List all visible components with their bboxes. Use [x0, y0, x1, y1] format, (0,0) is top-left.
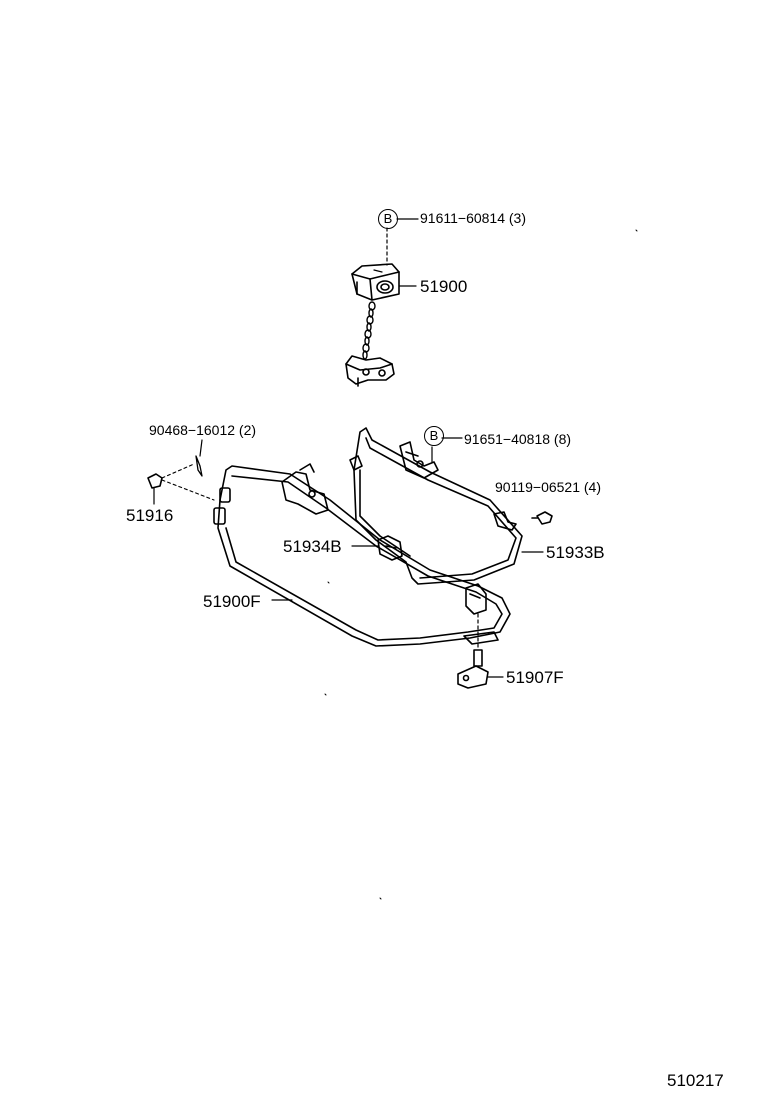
- bottom-support: [457, 613, 504, 689]
- scan-specks: [324, 229, 638, 900]
- label-clip-left: 90468−16012 (2): [149, 422, 257, 438]
- label-screw-right: 90119−06521 (4): [495, 479, 601, 495]
- bolt-badge-top-letter: B: [383, 211, 393, 226]
- label-pin-left: 51916: [126, 506, 174, 525]
- label-bolt-right: 91651−40818 (8): [464, 431, 572, 447]
- label-bracket-right: 51933B: [546, 543, 605, 562]
- bolt-badge-top: B: [378, 209, 398, 229]
- front-carrier-frame: [213, 463, 511, 647]
- label-carrier-front: 51900F: [203, 592, 261, 611]
- label-support-bottom: 51907F: [506, 668, 564, 687]
- label-bolt-top: 91611−60814 (3): [420, 210, 526, 226]
- bolt-badge-right: B: [424, 426, 444, 446]
- left-pin-and-clip: [147, 439, 215, 505]
- bolt-badge-right-letter: B: [429, 428, 439, 443]
- spare-tire-hanger: [345, 227, 417, 387]
- label-bracket-left: 51934B: [283, 537, 342, 556]
- label-hanger: 51900: [420, 277, 468, 296]
- sheet-number: 510217: [667, 1071, 724, 1090]
- screw-right: [531, 511, 553, 525]
- rear-carrier-frame: [349, 427, 544, 585]
